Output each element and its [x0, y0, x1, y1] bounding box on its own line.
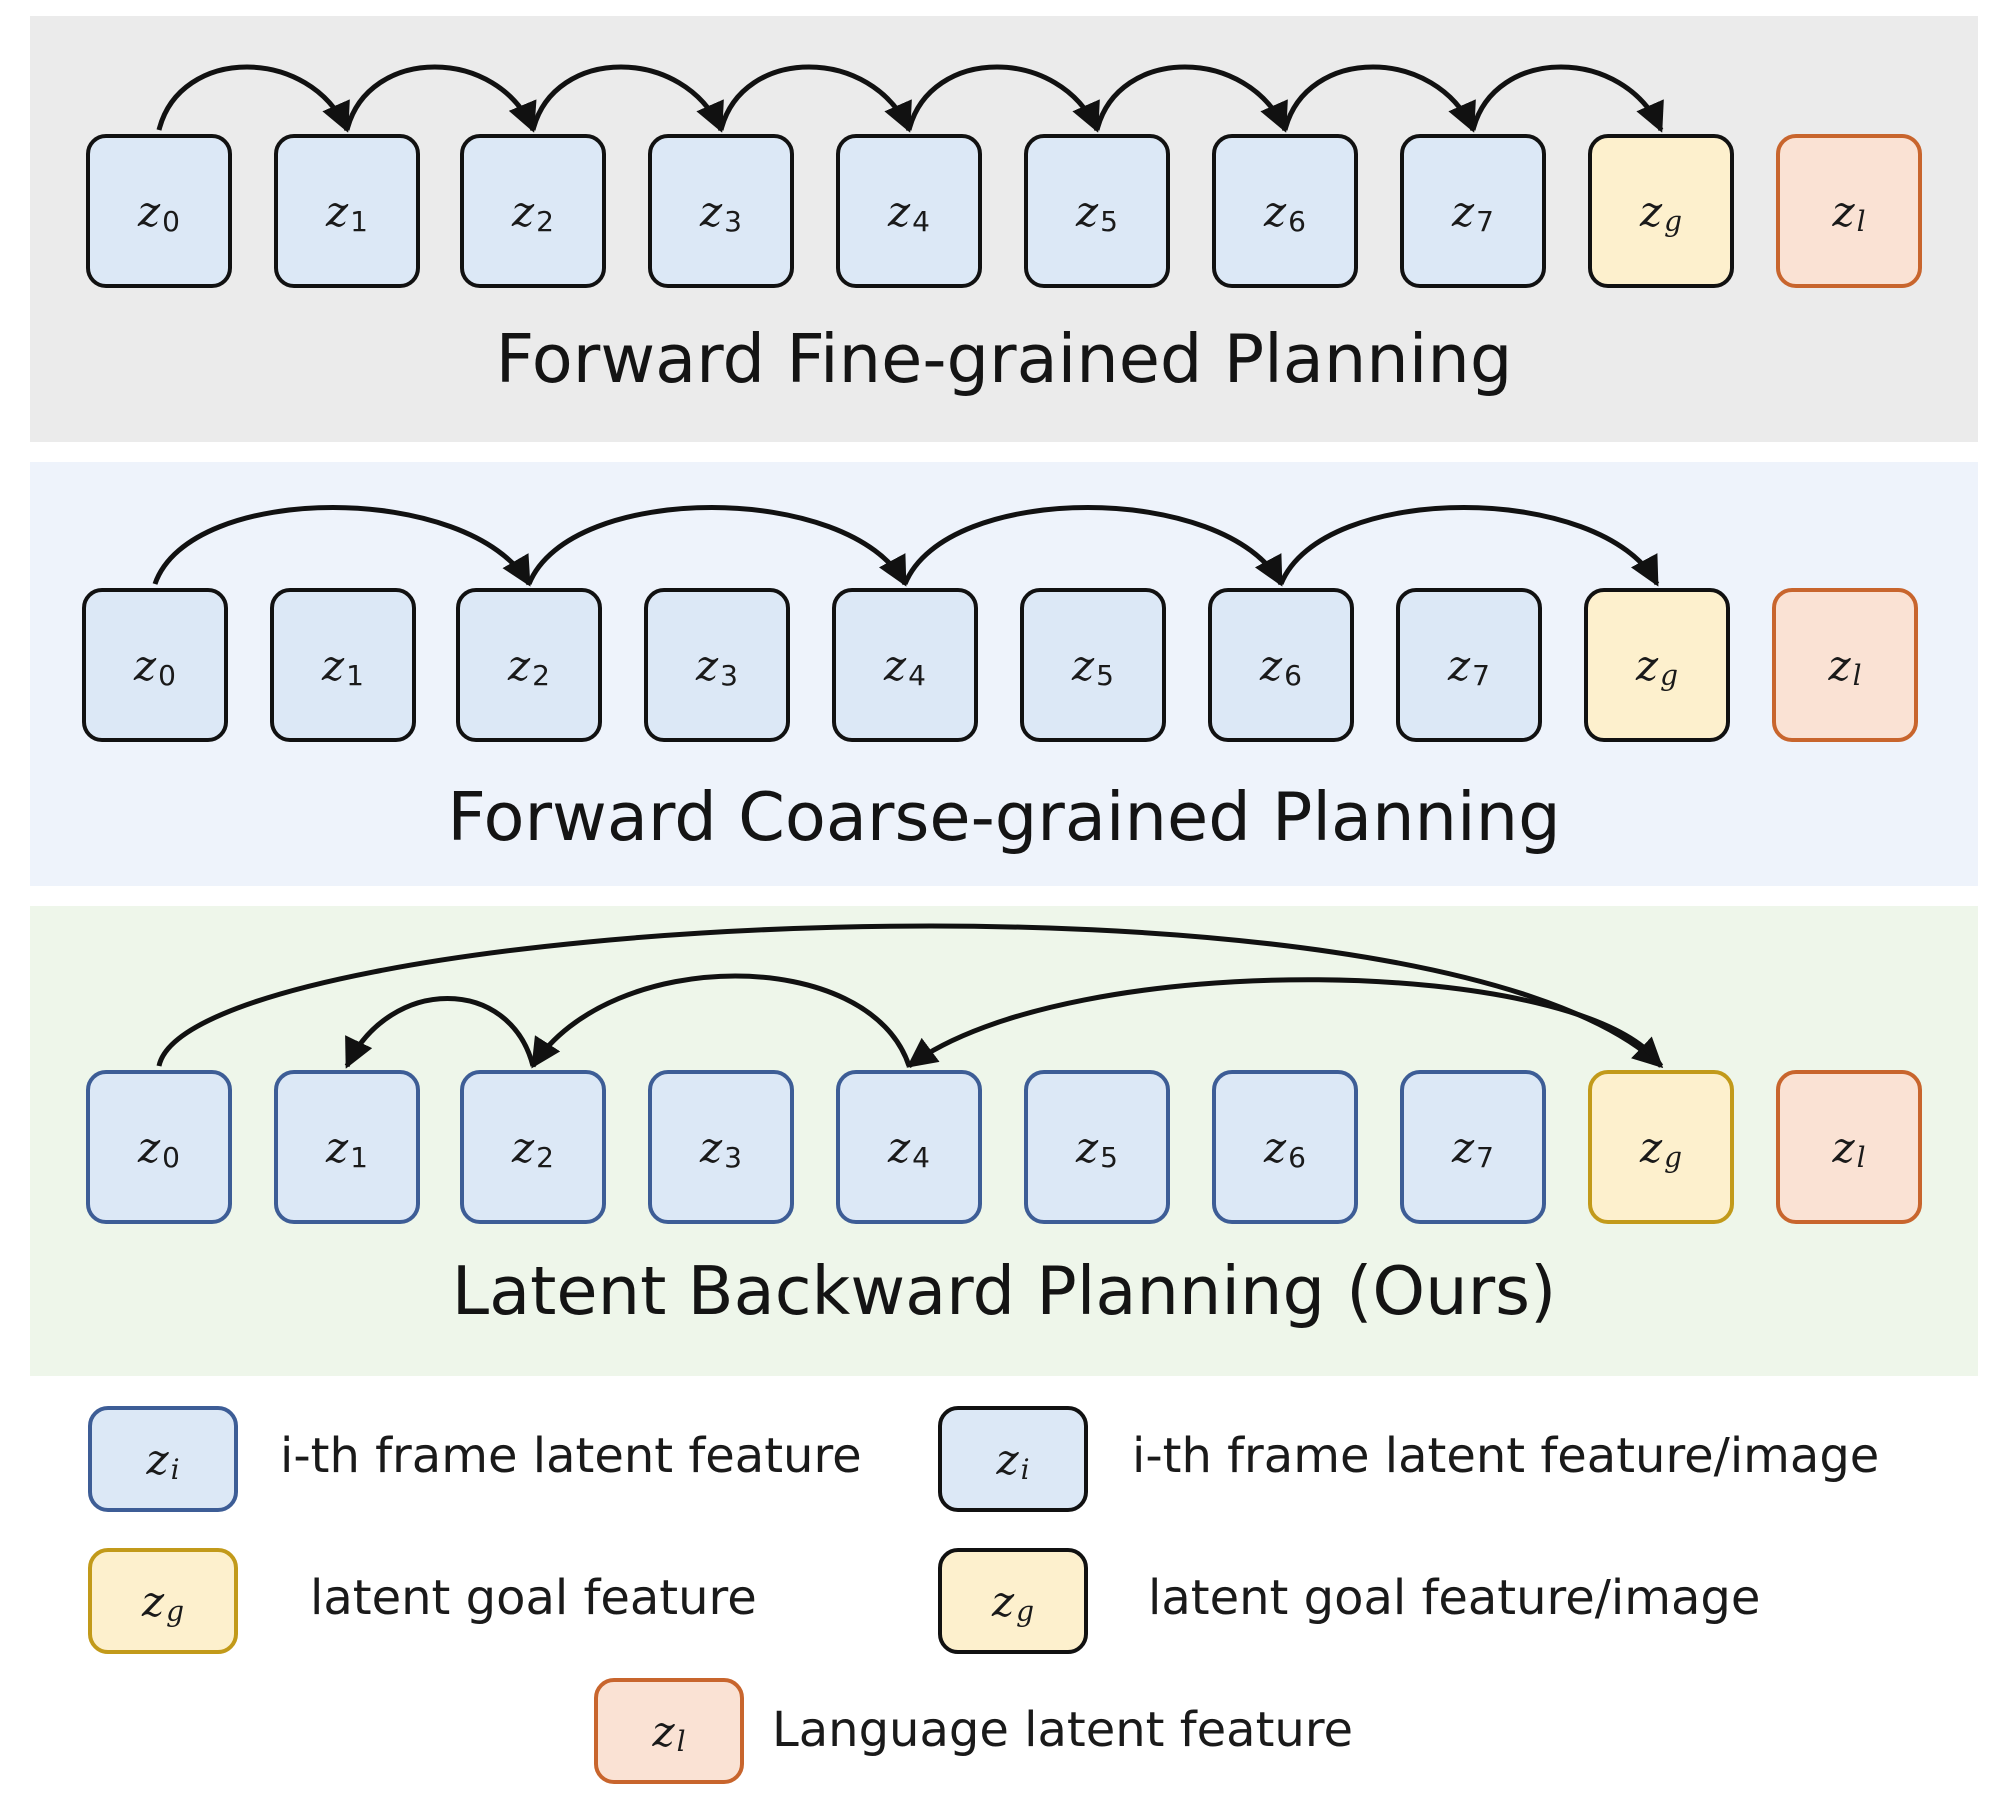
backward-arrows [156, 923, 1664, 1069]
legend-label-frame-latent-image: i-th frame latent feature/image [1132, 1428, 1880, 1484]
legend-label-goal-latent: latent goal feature [310, 1570, 757, 1626]
coarse-arrows [152, 505, 1660, 587]
legend-label-goal-latent-image: latent goal feature/image [1148, 1570, 1761, 1626]
backward-panel-title: Latent Backward Planning (Ours) [451, 1252, 1557, 1330]
legend-label-frame-latent: i-th frame latent feature [280, 1428, 862, 1484]
legend-label-language-latent: Language latent feature [772, 1702, 1354, 1758]
fine-arrows [156, 64, 1664, 133]
coarse-panel-title: Forward Coarse-grained Planning [447, 778, 1561, 856]
fine-panel-title: Forward Fine-grained Planning [495, 320, 1513, 398]
